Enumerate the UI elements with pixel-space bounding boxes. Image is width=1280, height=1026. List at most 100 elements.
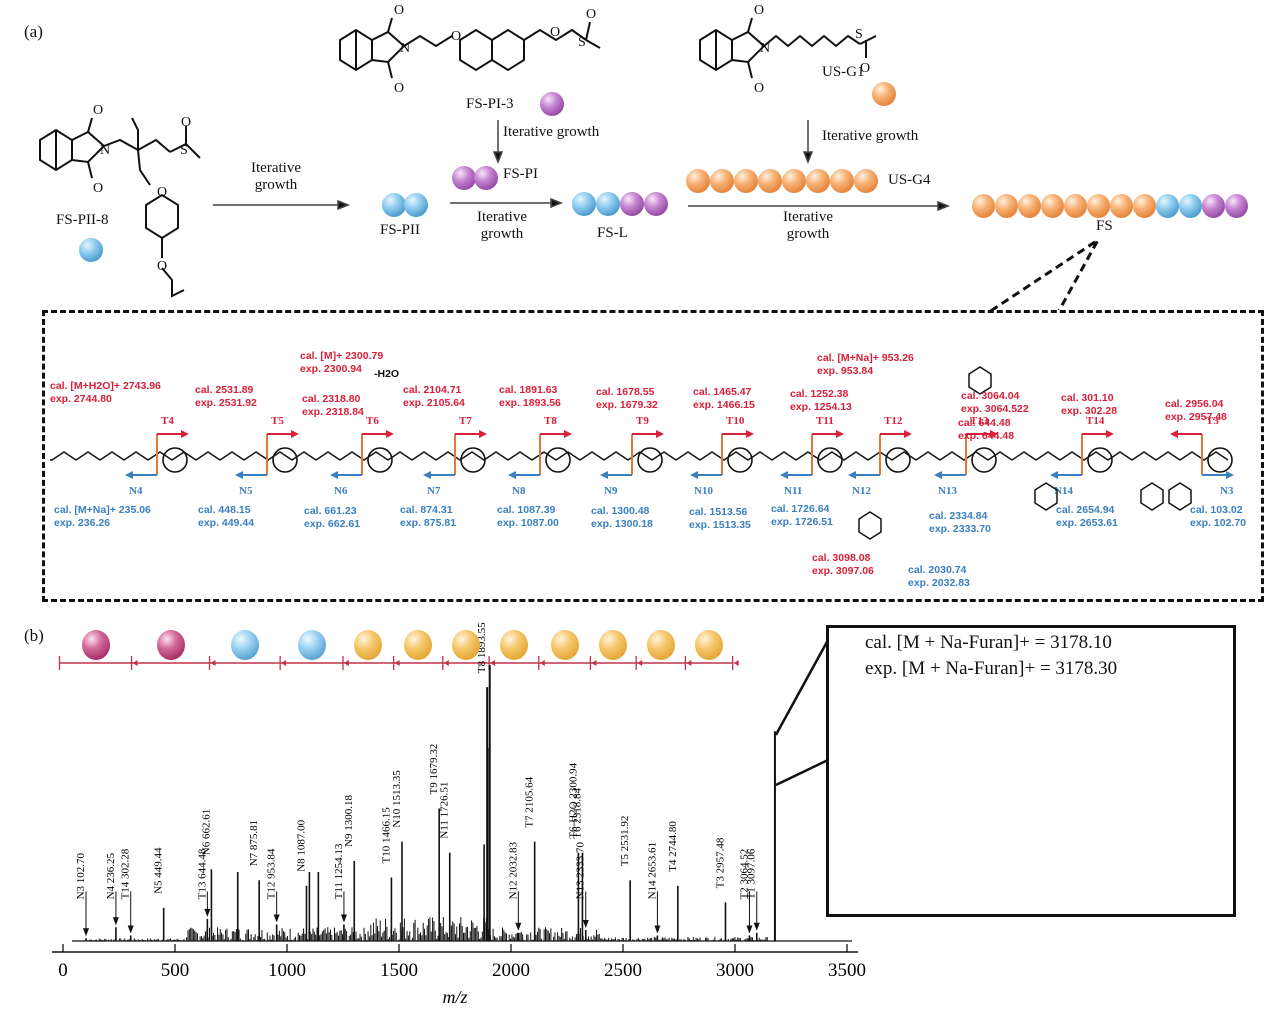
us-g4-bead <box>854 169 878 193</box>
annotation-N13-line: exp. 2333.70 <box>929 523 991 535</box>
annotation-N3-line: exp. 102.70 <box>1190 517 1247 529</box>
fs-bead <box>995 194 1018 218</box>
peak-arrowhead <box>340 914 347 923</box>
peak-label: T6 2318.84 <box>571 787 583 838</box>
peak-label: T6-H2O 2300.94 <box>567 762 579 838</box>
peak-label: N7 875.81 <box>248 820 260 866</box>
svg-text:N: N <box>100 143 110 158</box>
annotation-T11-line: cal. 1252.38 <box>790 388 849 400</box>
us-g4-bead <box>686 169 710 193</box>
sequence-bead-magenta <box>81 630 110 660</box>
annotation-N3-line: cal. 103.02 <box>1190 504 1243 516</box>
fs-pi-3-label: FS-PI-3 <box>466 96 514 112</box>
annotation-T12-line: cal. [M+Na]+ 953.26 <box>817 352 914 364</box>
annotation-N11-line: cal. 1726.64 <box>771 503 830 515</box>
annotation-T7-line: exp. 2105.64 <box>403 397 465 409</box>
svg-text:S: S <box>180 143 188 158</box>
x-tick-label: 3500 <box>828 960 866 981</box>
annotation-N12-line: cal. 2030.74 <box>908 564 967 576</box>
us-g1-label: US-G1 <box>822 64 865 80</box>
us-g4-bead <box>830 169 854 193</box>
annotation-T1-line: cal. 3098.08 <box>812 552 871 564</box>
peak-label: T5 2531.92 <box>619 816 631 867</box>
peak-label: T3 2957.48 <box>714 837 726 888</box>
annotation-T2-line: cal. 3064.04 <box>961 390 1020 402</box>
peak-label: T10 1466.15 <box>380 807 392 864</box>
pi-growth-label: Iterative growth <box>503 124 600 140</box>
peak-arrowhead <box>204 908 211 917</box>
fragment-label-N9: N9 <box>604 485 618 497</box>
annotation-N14-line: exp. 2653.61 <box>1056 517 1118 529</box>
peak-label: N14 2653.61 <box>646 842 658 899</box>
sequence-bead-gold <box>404 630 433 660</box>
fs-pii-bead <box>382 193 406 217</box>
fs-bead <box>1225 194 1248 218</box>
step2-line1: Iterative <box>477 209 527 225</box>
annotation-T9-line: exp. 1679.32 <box>596 399 658 411</box>
peak-label: T2 3064.52 <box>738 849 750 900</box>
annotation-T10-line: cal. 1465.47 <box>693 386 752 398</box>
x-tick-label: 1500 <box>380 960 418 981</box>
svg-text:O: O <box>754 3 764 18</box>
step3-line1: Iterative <box>783 209 833 225</box>
fragment-label-N14: N14 <box>1054 485 1073 497</box>
fs-l-bead <box>572 192 596 216</box>
fragment-label-T3: T3 <box>1206 415 1219 427</box>
annotation-N8-line: cal. 1087.39 <box>497 504 556 516</box>
sequence-bead-gold <box>499 630 528 660</box>
x-tick-label: 2000 <box>492 960 530 981</box>
fs-bead <box>972 194 995 218</box>
svg-text:O: O <box>451 29 461 44</box>
us-g4-bead <box>734 169 758 193</box>
peak-label: N11 1726.51 <box>439 782 451 839</box>
svg-text:O: O <box>394 3 404 18</box>
fs-pi-label: FS-PI <box>503 166 539 182</box>
annotation-T6-loss-line: -H2O <box>374 368 400 380</box>
svg-text:O: O <box>550 25 560 40</box>
fs-pi-3-structure <box>339 17 601 79</box>
annotation-T13-line: cal. 644.48 <box>958 417 1011 429</box>
noise-peaks <box>89 917 768 941</box>
fragment-label-T14: T14 <box>1086 415 1105 427</box>
fs-pii-label: FS-PII <box>380 222 421 238</box>
sequence-bead-sky <box>297 630 326 660</box>
fs-l-bead <box>620 192 644 216</box>
inset-exp-text: exp. [M + Na-Furan]+ = 3178.30 <box>865 658 1117 680</box>
us-g4-bead <box>782 169 806 193</box>
step1-line2: growth <box>254 177 298 193</box>
fs-bead <box>1179 194 1202 218</box>
polymer-backbone: T4N4T5N5T6N6T7N7T8N8T9N9T10N10T11N11T12N… <box>50 366 1234 540</box>
fs-bead <box>1110 194 1133 218</box>
svg-text:O: O <box>860 61 870 76</box>
annotation-T8-line: cal. 1891.63 <box>499 384 558 396</box>
annotation-N14-line: cal. 2654.94 <box>1056 504 1115 516</box>
svg-text:O: O <box>93 181 103 196</box>
us-g1-bead <box>872 82 896 106</box>
peak-label: N4 236.25 <box>105 852 117 899</box>
annotation-N8-line: exp. 1087.00 <box>497 517 559 529</box>
fs-bead <box>1202 194 1225 218</box>
peak-arrowhead <box>273 914 280 923</box>
us-g4-bead <box>710 169 734 193</box>
svg-text:O: O <box>157 185 167 200</box>
annotation-N10-line: cal. 1513.56 <box>689 506 748 518</box>
annotation-T3-line: exp. 2957.48 <box>1165 411 1227 423</box>
x-tick-label: 1000 <box>268 960 306 981</box>
